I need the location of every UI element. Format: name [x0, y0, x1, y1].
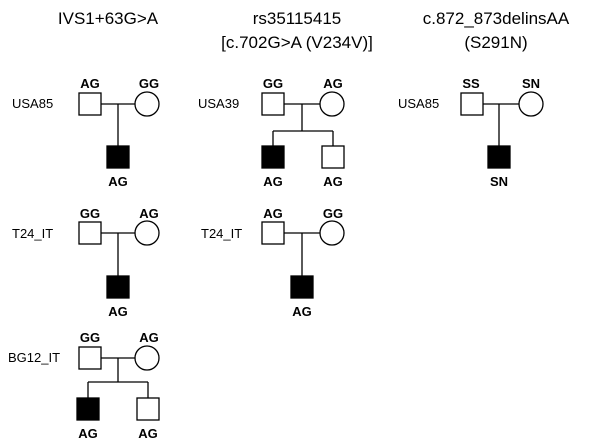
child-genotype: AG [138, 426, 158, 441]
family-label: T24_IT [12, 226, 53, 241]
father-symbol [78, 221, 102, 245]
father-genotype: AG [263, 206, 283, 221]
father-symbol [78, 92, 102, 116]
family-label: T24_IT [201, 226, 242, 241]
column-header-rs35115415: rs35115415 [c.702G>A (V234V)] [221, 9, 373, 52]
family-label: BG12_IT [8, 350, 60, 365]
mother-genotype: SN [522, 76, 540, 91]
mother-genotype: GG [323, 206, 343, 221]
column-header-line: (S291N) [464, 33, 527, 52]
father-symbol [261, 221, 285, 245]
pedigree-t24-it-rs35115415: T24_IT AG GG AG [201, 206, 345, 319]
child-genotype: AG [108, 174, 128, 189]
father-genotype: AG [80, 76, 100, 91]
child-symbol [487, 145, 511, 169]
column-header-ivs1: IVS1+63G>A [58, 9, 159, 28]
mother-genotype: AG [139, 206, 159, 221]
column-header-line: [c.702G>A (V234V)] [221, 33, 373, 52]
father-genotype: GG [80, 330, 100, 345]
child-symbol [106, 145, 130, 169]
mother-symbol [134, 345, 160, 371]
column-header-line: IVS1+63G>A [58, 9, 159, 28]
child-symbol [136, 397, 160, 421]
mother-symbol [518, 91, 544, 117]
child-genotype: AG [292, 304, 312, 319]
pedigree-usa85-ivs1: USA85 AG GG AG [12, 76, 160, 189]
mother-genotype: AG [323, 76, 343, 91]
child-symbol [321, 145, 345, 169]
child-symbol [76, 397, 100, 421]
family-label: USA39 [198, 96, 239, 111]
column-header-line: rs35115415 [253, 9, 342, 28]
family-label: USA85 [398, 96, 439, 111]
mother-genotype: AG [139, 330, 159, 345]
child-genotype: AG [78, 426, 98, 441]
mother-symbol [319, 91, 345, 117]
column-header-c872: c.872_873delinsAA (S291N) [423, 9, 570, 52]
child-genotype: SN [490, 174, 508, 189]
column-header-line: c.872_873delinsAA [423, 9, 570, 28]
pedigree-bg12-it-ivs1: BG12_IT GG AG AG AG [8, 330, 160, 441]
father-genotype: GG [263, 76, 283, 91]
pedigree-usa39-rs35115415: USA39 GG AG AG AG [198, 76, 345, 189]
mother-symbol [134, 220, 160, 246]
mother-genotype: GG [139, 76, 159, 91]
pedigree-usa85-c872: USA85 SS SN SN [398, 76, 544, 189]
pedigree-t24-it-ivs1: T24_IT GG AG AG [12, 206, 160, 319]
father-genotype: SS [462, 76, 480, 91]
child-genotype: AG [323, 174, 343, 189]
father-symbol [78, 346, 102, 370]
child-symbol [290, 275, 314, 299]
father-symbol [261, 92, 285, 116]
family-label: USA85 [12, 96, 53, 111]
mother-symbol [134, 91, 160, 117]
child-genotype: AG [263, 174, 283, 189]
child-symbol [261, 145, 285, 169]
father-genotype: GG [80, 206, 100, 221]
child-symbol [106, 275, 130, 299]
father-symbol [460, 92, 484, 116]
child-genotype: AG [108, 304, 128, 319]
mother-symbol [319, 220, 345, 246]
